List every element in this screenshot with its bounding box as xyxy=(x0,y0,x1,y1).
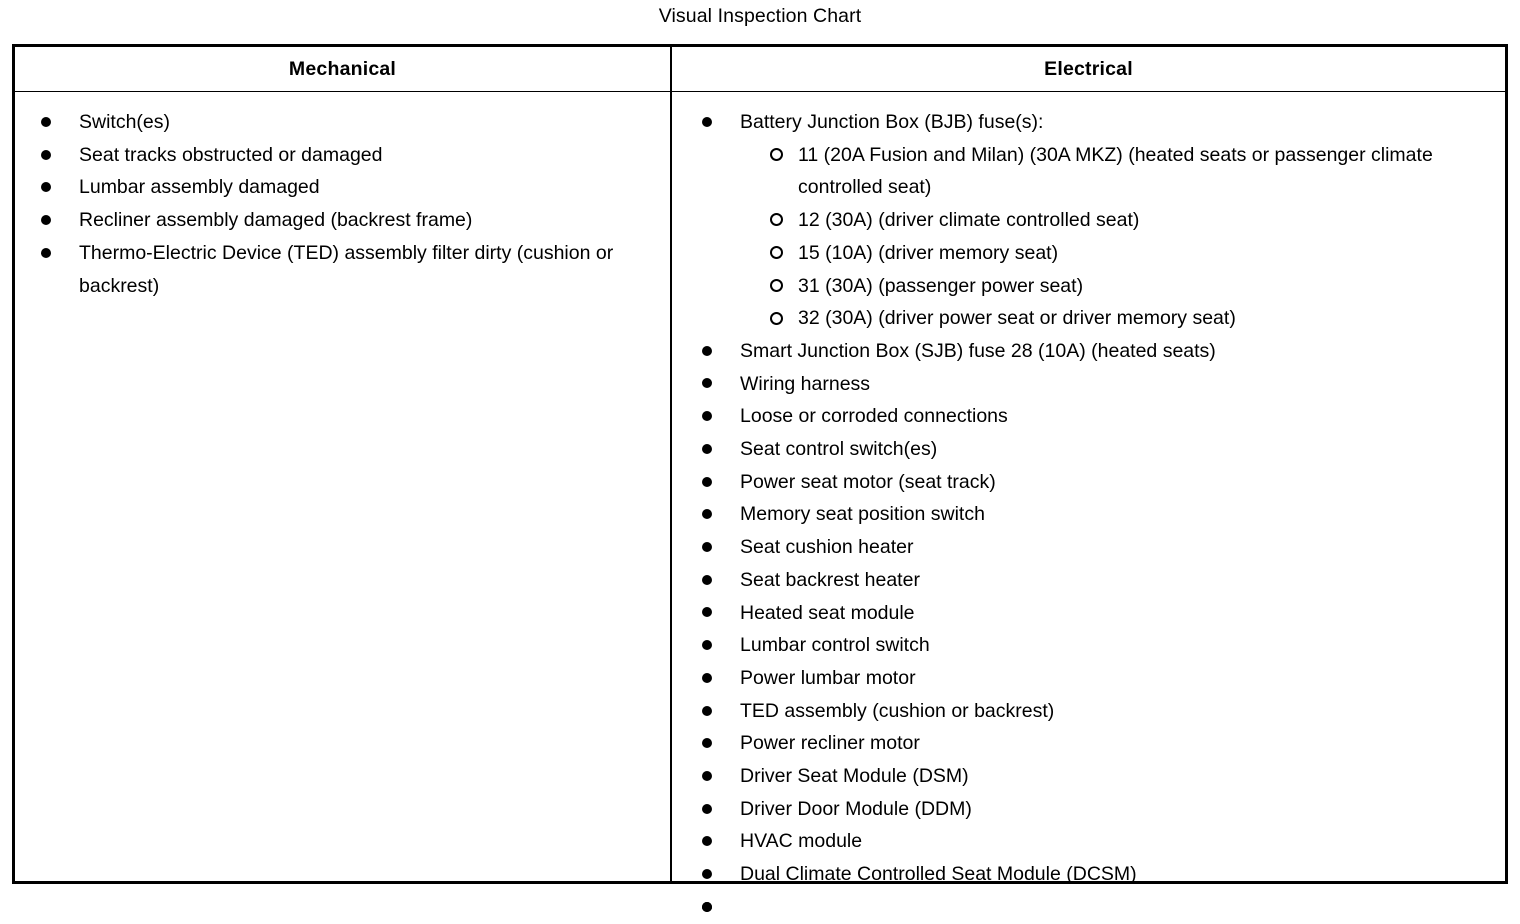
circle-bullet-icon xyxy=(770,270,790,303)
disc-bullet-icon xyxy=(702,825,722,858)
list-item: Seat control switch(es) xyxy=(702,433,1505,466)
list-item-label: Power recliner motor xyxy=(740,732,920,755)
disc-bullet-icon xyxy=(702,335,722,368)
column-header-mechanical: Mechanical xyxy=(288,58,397,80)
list-item-label: Power seat motor (seat track) xyxy=(740,470,996,493)
list-item-label: Seat control switch(es) xyxy=(740,438,938,461)
list-item: Battery Junction Box (BJB) fuse(s): 11 (… xyxy=(702,106,1505,335)
list-item-label: Battery Junction Box (BJB) fuse(s): xyxy=(740,111,1044,133)
list-item-label: Dual Climate Controlled Seat Module (DCS… xyxy=(740,863,1137,886)
disc-bullet-icon xyxy=(41,171,61,204)
list-item-label: Thermo-Electric Device (TED) assembly fi… xyxy=(79,241,614,297)
disc-bullet-icon xyxy=(702,760,722,793)
electrical-column-body: Battery Junction Box (BJB) fuse(s): 11 (… xyxy=(672,92,1505,912)
sub-list-item-label: 15 (10A) (driver memory seat) xyxy=(798,241,1059,264)
disc-bullet-icon xyxy=(702,564,722,597)
sub-list-item: 31 (30A) (passenger power seat) xyxy=(770,270,1505,303)
list-item-label: Lumbar control switch xyxy=(740,634,930,657)
disc-bullet-icon xyxy=(41,237,61,270)
circle-bullet-icon xyxy=(770,204,790,237)
list-item: Heated seat module xyxy=(702,597,1505,630)
sub-list-item: 11 (20A Fusion and Milan) (30A MKZ) (hea… xyxy=(770,139,1505,204)
disc-bullet-icon xyxy=(702,466,722,499)
disc-bullet-icon xyxy=(702,662,722,695)
list-item-label: Heated seat module xyxy=(740,601,915,624)
list-item-label: Wiring harness xyxy=(740,372,871,395)
mechanical-list: Switch(es) Seat tracks obstructed or dam… xyxy=(15,106,670,302)
sub-list-item: 12 (30A) (driver climate controlled seat… xyxy=(770,204,1505,237)
list-item-label: Seat cushion heater xyxy=(740,536,914,559)
disc-bullet-icon xyxy=(702,597,722,630)
list-item-label: TED assembly (cushion or backrest) xyxy=(740,699,1055,722)
list-item: Recliner assembly damaged (backrest fram… xyxy=(41,204,670,237)
list-item: HVAC module xyxy=(702,825,1505,858)
inspection-table: Mechanical Electrical Switch(es) Seat tr… xyxy=(12,44,1508,912)
list-item: Seat backrest heater xyxy=(702,564,1505,597)
list-item: Seat tracks obstructed or damaged xyxy=(41,139,670,172)
sub-list-item: 15 (10A) (driver memory seat) xyxy=(770,237,1505,270)
list-item: Wiring harness xyxy=(702,368,1505,401)
list-item-label: Seat tracks obstructed or damaged xyxy=(79,143,383,166)
disc-bullet-icon xyxy=(41,139,61,172)
mechanical-column-body: Switch(es) Seat tracks obstructed or dam… xyxy=(15,92,670,302)
list-item-label: Memory seat position switch xyxy=(740,503,985,526)
list-item: Driver Seat Module (DSM) xyxy=(702,760,1505,793)
visual-inspection-chart-page: Visual Inspection Chart Mechanical Elect… xyxy=(12,5,1508,912)
disc-bullet-icon xyxy=(702,400,722,433)
disc-bullet-icon xyxy=(702,498,722,531)
sub-list-item-label: 32 (30A) (driver power seat or driver me… xyxy=(798,307,1236,330)
list-item-label: Lumbar assembly damaged xyxy=(79,176,320,199)
circle-bullet-icon xyxy=(770,139,790,172)
disc-bullet-icon xyxy=(702,433,722,466)
list-item-label: Seat backrest heater xyxy=(740,568,920,591)
circle-bullet-icon xyxy=(770,302,790,335)
disc-bullet-icon xyxy=(702,793,722,826)
disc-bullet-icon xyxy=(41,204,61,237)
list-item-label: Recliner assembly damaged (backrest fram… xyxy=(79,209,473,232)
list-item-label: HVAC module xyxy=(740,830,863,853)
column-divider xyxy=(670,47,672,881)
list-item-label: Power lumbar motor xyxy=(740,666,916,689)
disc-bullet-icon xyxy=(702,727,722,760)
sub-list-item-label: 12 (30A) (driver climate controlled seat… xyxy=(798,209,1140,232)
list-item-label: Driver Door Module (DDM) xyxy=(740,797,972,820)
list-item: Driver Door Module (DDM) xyxy=(702,793,1505,826)
list-item-label: Switch(es) xyxy=(79,111,171,133)
bjb-fuse-sublist: 11 (20A Fusion and Milan) (30A MKZ) (hea… xyxy=(740,139,1505,335)
disc-bullet-icon xyxy=(702,858,722,891)
list-item: Power recliner motor xyxy=(702,727,1505,760)
list-item: Lumbar assembly damaged xyxy=(41,171,670,204)
list-item-label: Smart Junction Box (SJB) fuse 28 (10A) (… xyxy=(740,339,1216,362)
list-item: Seat cushion heater xyxy=(702,531,1505,564)
list-item: Loose or corroded connections xyxy=(702,400,1505,433)
column-header-electrical: Electrical xyxy=(1044,58,1133,80)
list-item: Dual Climate Controlled Seat Module (DCS… xyxy=(702,858,1505,891)
list-item-label: Driver Seat Module (DSM) xyxy=(740,765,969,788)
list-item: Memory seat position switch xyxy=(702,498,1505,531)
list-item: Power lumbar motor xyxy=(702,662,1505,695)
disc-bullet-icon xyxy=(41,106,61,139)
sub-list-item: 32 (30A) (driver power seat or driver me… xyxy=(770,302,1505,335)
disc-bullet-icon xyxy=(702,106,722,139)
disc-bullet-icon xyxy=(702,695,722,728)
list-item: Smart Junction Box (SJB) fuse 28 (10A) (… xyxy=(702,335,1505,368)
disc-bullet-icon xyxy=(702,531,722,564)
disc-bullet-icon xyxy=(702,891,722,924)
sub-list-item-label: 11 (20A Fusion and Milan) (30A MKZ) (hea… xyxy=(798,143,1433,199)
disc-bullet-icon xyxy=(702,629,722,662)
electrical-list: Battery Junction Box (BJB) fuse(s): 11 (… xyxy=(672,106,1505,912)
circle-bullet-icon xyxy=(770,237,790,270)
list-item: TED assembly (cushion or backrest) xyxy=(702,695,1505,728)
sub-list-item-label: 31 (30A) (passenger power seat) xyxy=(798,274,1084,297)
list-item-label: Loose or corroded connections xyxy=(740,405,1008,428)
table-header-row: Mechanical Electrical xyxy=(15,47,1505,92)
page-title: Visual Inspection Chart xyxy=(658,5,862,27)
list-item: Thermo-Electric Device (TED) assembly fi… xyxy=(41,237,670,302)
list-item: Lumbar control switch xyxy=(702,629,1505,662)
disc-bullet-icon xyxy=(702,368,722,401)
list-item: Power seat motor (seat track) xyxy=(702,466,1505,499)
list-item: Switch(es) xyxy=(41,106,670,139)
